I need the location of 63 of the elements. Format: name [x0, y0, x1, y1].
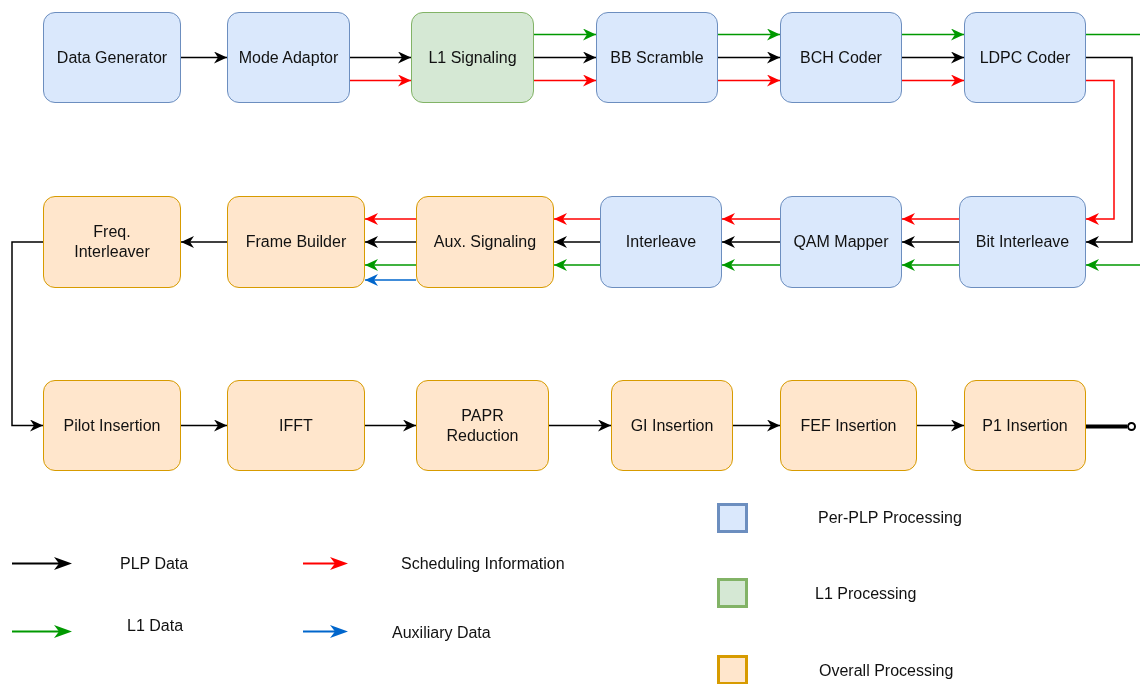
arrow: [349, 51, 412, 64]
arrow: [553, 259, 601, 271]
connector-line: [1085, 33, 1140, 36]
process-box: Frame Builder: [227, 196, 365, 288]
legend-label: Overall Processing: [819, 662, 954, 680]
arrow: [364, 419, 417, 432]
arrow: [732, 419, 781, 432]
arrow: [533, 28, 597, 41]
process-box: BCH Coder: [780, 12, 902, 103]
process-box: BB Scramble: [596, 12, 718, 103]
arrow: [533, 51, 597, 64]
arrow: [721, 213, 781, 225]
arrow: [901, 259, 960, 271]
legend-label: Per-PLP Processing: [818, 509, 962, 527]
arrow: [180, 419, 228, 432]
arrow: [721, 259, 781, 271]
legend-label: L1 Data: [127, 617, 184, 635]
process-box: Data Generator: [43, 12, 181, 103]
arrow: [364, 274, 417, 286]
arrow: [11, 241, 44, 432]
process-box: PAPR Reduction: [416, 380, 549, 471]
arrow: [901, 28, 965, 41]
legend-label: Scheduling Information: [401, 555, 565, 573]
process-box: Pilot Insertion: [43, 380, 181, 471]
arrow: [916, 419, 965, 432]
arrow: [349, 74, 412, 87]
legend-label: L1 Processing: [815, 585, 917, 603]
arrow: [364, 213, 417, 225]
arrow: [717, 28, 781, 41]
arrow: [364, 236, 417, 248]
process-box: LDPC Coder: [964, 12, 1086, 103]
arrow: [180, 236, 228, 248]
arrow: [717, 74, 781, 87]
arrow: [553, 236, 601, 248]
process-box: FEF Insertion: [780, 380, 917, 471]
connector-line: [1086, 424, 1127, 429]
process-box: P1 Insertion: [964, 380, 1086, 471]
process-box: QAM Mapper: [780, 196, 902, 288]
arrow: [721, 236, 781, 248]
arrow: [901, 236, 960, 248]
arrow: [533, 74, 597, 87]
process-box: Interleave: [600, 196, 722, 288]
arrow: [901, 51, 965, 64]
process-box: Freq. Interleaver: [43, 196, 181, 288]
legend-label: PLP Data: [120, 555, 189, 573]
arrow: [1085, 56, 1133, 248]
process-box: Aux. Signaling: [416, 196, 554, 288]
arrow: [1085, 79, 1115, 225]
legend-label: Auxiliary Data: [392, 624, 491, 642]
arrow: [364, 259, 417, 271]
arrow: [901, 213, 960, 225]
arrow: [901, 74, 965, 87]
arrow: [180, 51, 228, 64]
process-box: GI Insertion: [611, 380, 733, 471]
process-box: IFFT: [227, 380, 365, 471]
process-box: Bit Interleave: [959, 196, 1086, 288]
arrow: [1085, 259, 1140, 271]
arrow: [553, 213, 601, 225]
process-box: Mode Adaptor: [227, 12, 350, 103]
arrow: [548, 419, 612, 432]
arrow: [717, 51, 781, 64]
process-box: L1 Signaling: [411, 12, 534, 103]
circle-terminal: [1127, 422, 1136, 431]
